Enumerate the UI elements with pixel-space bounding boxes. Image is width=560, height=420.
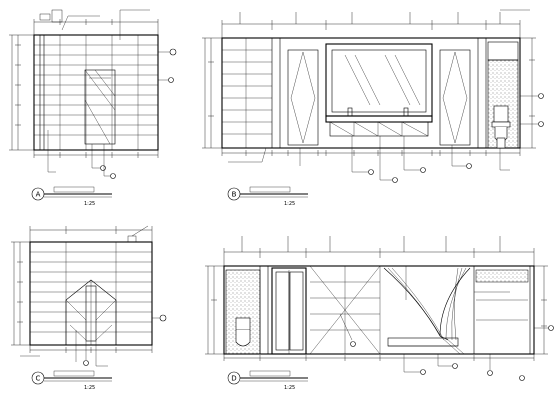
mirror-panel-a: [84, 69, 116, 145]
elevation-panel-d: D 1:25: [205, 236, 554, 391]
tile-grid-a: [34, 35, 158, 150]
elevation-panel-c: C 1:25: [11, 225, 167, 391]
tile-grid-b: [222, 38, 272, 148]
curtain-d: [383, 267, 471, 355]
vanity-mirror-b: [325, 43, 433, 117]
panel-title-c: C 1:25: [31, 370, 112, 391]
double-door-d: [271, 267, 307, 355]
mirror-panel-b-right: [439, 49, 471, 146]
callout-markers-b: [368, 93, 544, 183]
leader-callouts-a: [47, 9, 170, 177]
left-dimension-b: [202, 37, 222, 149]
vanity-counter-b: [325, 107, 433, 137]
tile-grid-d: [309, 265, 381, 355]
panel-scale-a: 1:25: [84, 201, 95, 207]
leader-callouts-d: [339, 266, 548, 373]
panel-tag-d: D: [231, 375, 236, 383]
top-dimension-a: [33, 9, 159, 35]
panel-title-a: A 1:25: [31, 186, 112, 207]
cabinet-d: [473, 265, 531, 355]
bottom-dimension-d: [223, 354, 535, 361]
mirror-panel-b-left: [287, 49, 319, 146]
elevation-panel-a: A 1:25: [9, 9, 177, 207]
callout-markers-d: [350, 325, 554, 381]
bottom-dimension-b: [221, 148, 521, 156]
bathtub-d: [387, 337, 459, 347]
panel-title-b: B 1:25: [227, 186, 308, 207]
top-dimension-b: [221, 12, 521, 38]
toilet-b: [491, 105, 511, 149]
right-dimension-b: [520, 37, 536, 149]
panel-tag-a: A: [36, 191, 41, 199]
bottom-dimension-a: [33, 150, 159, 158]
top-dimension-c: [29, 225, 153, 243]
callout-markers-a: [100, 48, 177, 179]
panel-scale-d: 1:25: [284, 385, 295, 391]
bottom-dimension-c: [29, 345, 153, 353]
panel-tag-c: C: [36, 375, 41, 383]
panel-title-d: D 1:25: [227, 370, 308, 391]
left-dimension-a: [9, 34, 34, 151]
top-dimension-d: [223, 236, 535, 266]
panel-scale-b: 1:25: [284, 201, 295, 207]
panel-tag-b: B: [232, 191, 237, 199]
toilet-d: [235, 317, 251, 347]
left-dimension-c: [11, 241, 30, 346]
panel-scale-c: 1:25: [84, 385, 95, 391]
callout-markers-c: [83, 314, 167, 366]
elevation-panel-b: B 1:25: [202, 9, 544, 207]
leader-callouts-b: [228, 9, 538, 181]
mirror-panel-c: [65, 279, 117, 346]
right-dimension-d: [534, 265, 548, 355]
left-dimension-d: [205, 265, 224, 355]
leader-callouts-c: [20, 317, 160, 367]
